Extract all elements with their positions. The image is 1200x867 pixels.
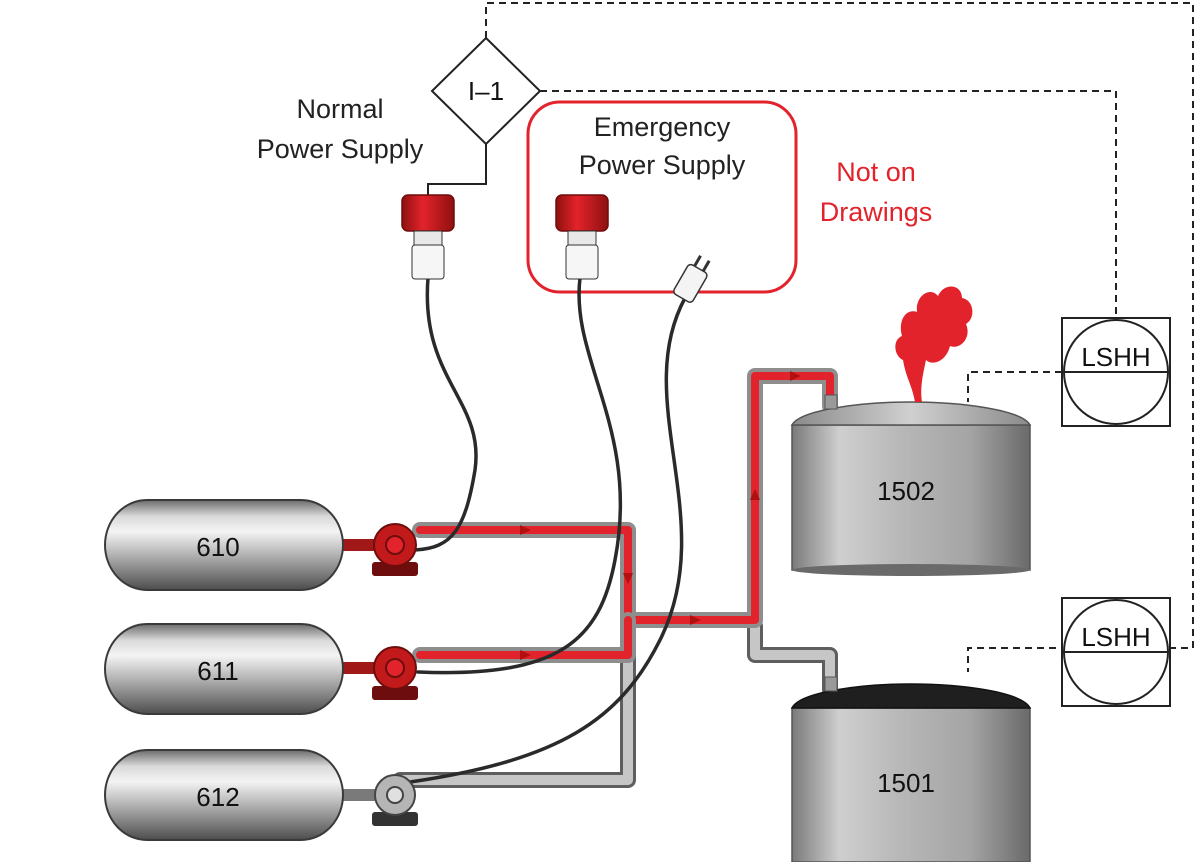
normal-supply-socket [401, 194, 455, 280]
cord-normal-supply [413, 276, 478, 552]
vertical-tank-1502: 1502 [790, 394, 1032, 576]
tank-label-612: 612 [196, 782, 239, 812]
not-on-drawings-line2: Drawings [820, 197, 933, 227]
lshh-instrument-upper: LSHH [1061, 317, 1171, 427]
normal-supply-label-line2: Power Supply [257, 134, 424, 164]
not-on-drawings-line1: Not on [836, 157, 916, 187]
lshh-label-lower: LSHH [1081, 622, 1150, 652]
signal-line-interlock-to-lshh [540, 90, 1117, 318]
tank-label-611: 611 [197, 656, 238, 686]
idle-piping [392, 612, 838, 788]
active-flow-piping [336, 368, 838, 801]
overflow-splash [895, 286, 973, 402]
pump-612 [372, 774, 418, 826]
horizontal-tank-611: 611 [104, 623, 344, 715]
extension-plug [673, 255, 711, 303]
flow-arrows [520, 371, 801, 660]
tank-label-1502: 1502 [877, 476, 935, 506]
tank-label-1501: 1501 [877, 768, 935, 798]
horizontal-tank-612: 612 [104, 749, 344, 841]
power-cords [408, 276, 687, 784]
lshh-label-upper: LSHH [1081, 342, 1150, 372]
emergency-supply-socket [555, 194, 609, 280]
interlock-label: I–1 [468, 76, 504, 106]
cord-emergency-supply [416, 276, 623, 675]
signal-lines [485, 2, 1194, 672]
interlock-i1: I–1 [427, 36, 542, 195]
emergency-supply-label-line2: Power Supply [579, 150, 746, 180]
pump-610 [372, 523, 418, 576]
vertical-tank-1501: 1501 [790, 676, 1032, 863]
normal-supply-label-line1: Normal [296, 94, 383, 124]
tank-label-610: 610 [196, 532, 239, 562]
cord-extension-plug [408, 296, 687, 784]
horizontal-tank-610: 610 [104, 499, 344, 591]
signal-line-lshh-to-1502 [967, 371, 1062, 402]
pump-611 [372, 646, 418, 700]
emergency-highlight-frame [526, 100, 798, 294]
lshh-instrument-lower: LSHH [1061, 597, 1171, 707]
signal-line-top-loop [485, 2, 1194, 672]
emergency-supply-label-line1: Emergency [594, 112, 731, 142]
